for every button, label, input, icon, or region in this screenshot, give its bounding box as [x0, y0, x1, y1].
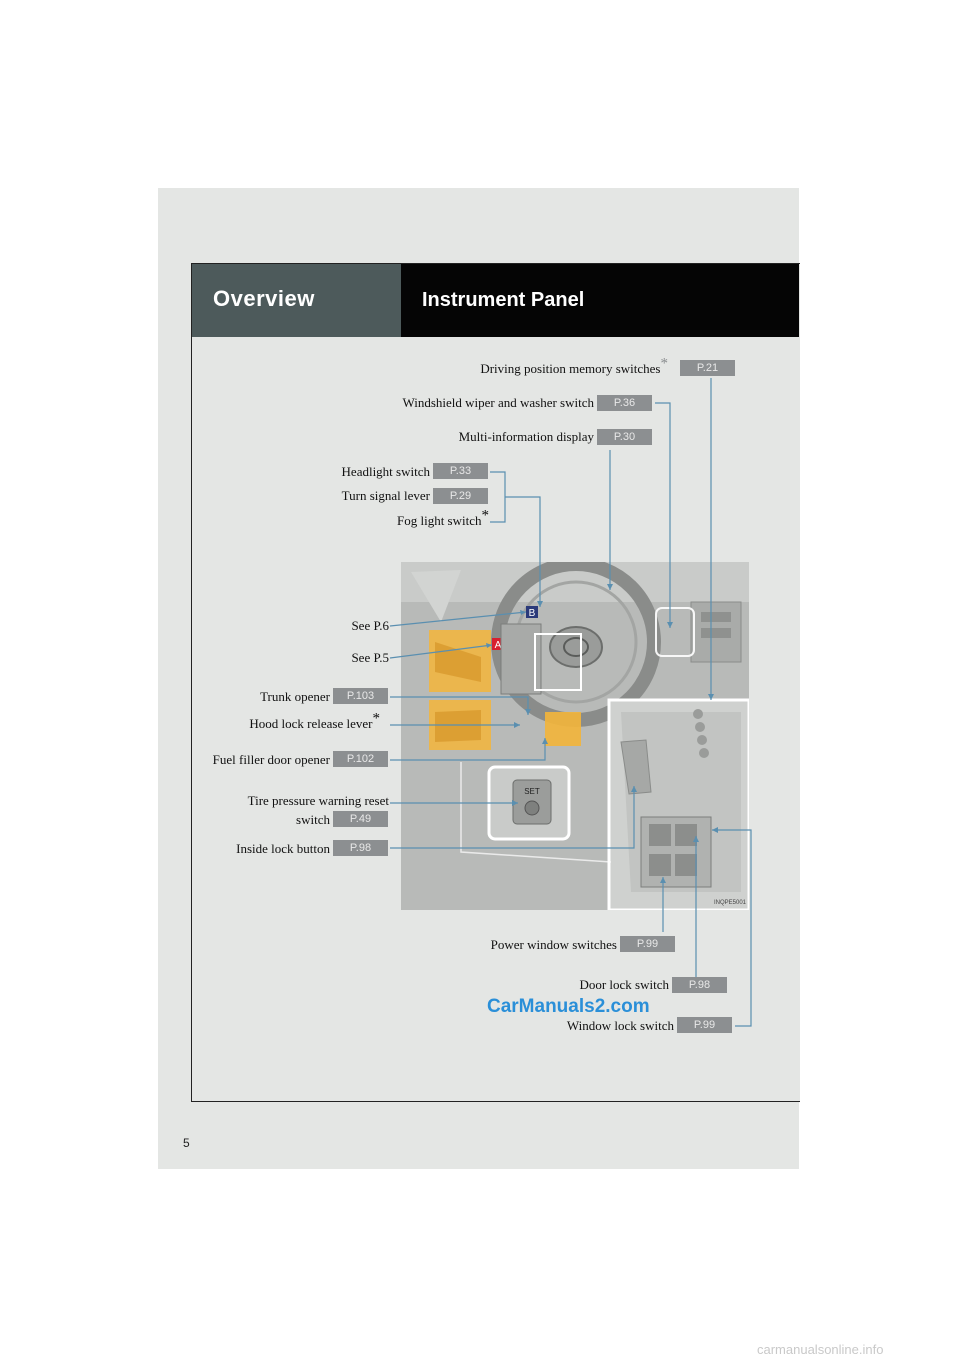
- window-lock-page-badge[interactable]: P.99: [677, 1017, 732, 1033]
- page-title: Instrument Panel: [422, 289, 585, 311]
- inside-lock-label: Inside lock button: [236, 841, 330, 856]
- fuel-filler-label: Fuel filler door opener: [212, 752, 330, 767]
- instrument-panel-illustration: A B SET INQPE5001: [401, 562, 749, 910]
- door-lock-label: Door lock switch: [579, 977, 669, 992]
- tire-pressure-page-badge[interactable]: P.49: [333, 811, 388, 827]
- power-window-page-badge[interactable]: P.99: [620, 936, 675, 952]
- marker-b: B: [529, 608, 536, 619]
- trunk-opener-label: Trunk opener: [260, 689, 330, 704]
- multi-info-label: Multi-information display: [458, 429, 594, 444]
- section-title: Overview: [213, 286, 315, 311]
- watermark-top: CarManuals2.com: [487, 996, 650, 1017]
- turn-signal-label: Turn signal lever: [341, 488, 430, 503]
- turn-signal-page-badge[interactable]: P.29: [433, 488, 488, 504]
- page-number: 5: [183, 1136, 190, 1150]
- tire-pressure-label-line1: Tire pressure warning reset: [247, 793, 389, 808]
- headlight-label: Headlight switch: [341, 464, 430, 479]
- see-p5-label: See P.5: [351, 650, 389, 665]
- fog-light-label: Fog light switch*: [396, 507, 489, 528]
- wiper-label: Windshield wiper and washer switch: [402, 395, 594, 410]
- headlight-page-badge[interactable]: P.33: [433, 463, 488, 479]
- power-window-label: Power window switches: [490, 937, 617, 952]
- set-button-label: SET: [524, 787, 540, 796]
- header-title-bar: [401, 264, 799, 337]
- window-lock-label: Window lock switch: [566, 1018, 674, 1033]
- multi-info-page-badge[interactable]: P.30: [597, 429, 652, 445]
- door-lock-page-badge[interactable]: P.98: [672, 977, 727, 993]
- see-p6-label: See P.6: [351, 618, 389, 633]
- driving-position-label: Driving position memory switches*: [480, 355, 668, 376]
- hood-release-label: Hood lock release lever*: [249, 710, 380, 731]
- marker-a: A: [495, 640, 502, 651]
- fuel-filler-page-badge[interactable]: P.102: [333, 751, 388, 767]
- driving-position-page-badge[interactable]: P.21: [680, 360, 735, 376]
- tire-pressure-label-line2: switch: [296, 812, 330, 827]
- wiper-page-badge[interactable]: P.36: [597, 395, 652, 411]
- header-section-tab: [192, 264, 401, 337]
- inside-lock-page-badge[interactable]: P.98: [333, 840, 388, 856]
- watermark-bottom: carmanualsonline.info: [757, 1342, 884, 1357]
- trunk-opener-page-badge[interactable]: P.103: [333, 688, 388, 704]
- image-code: INQPE5001: [714, 900, 747, 906]
